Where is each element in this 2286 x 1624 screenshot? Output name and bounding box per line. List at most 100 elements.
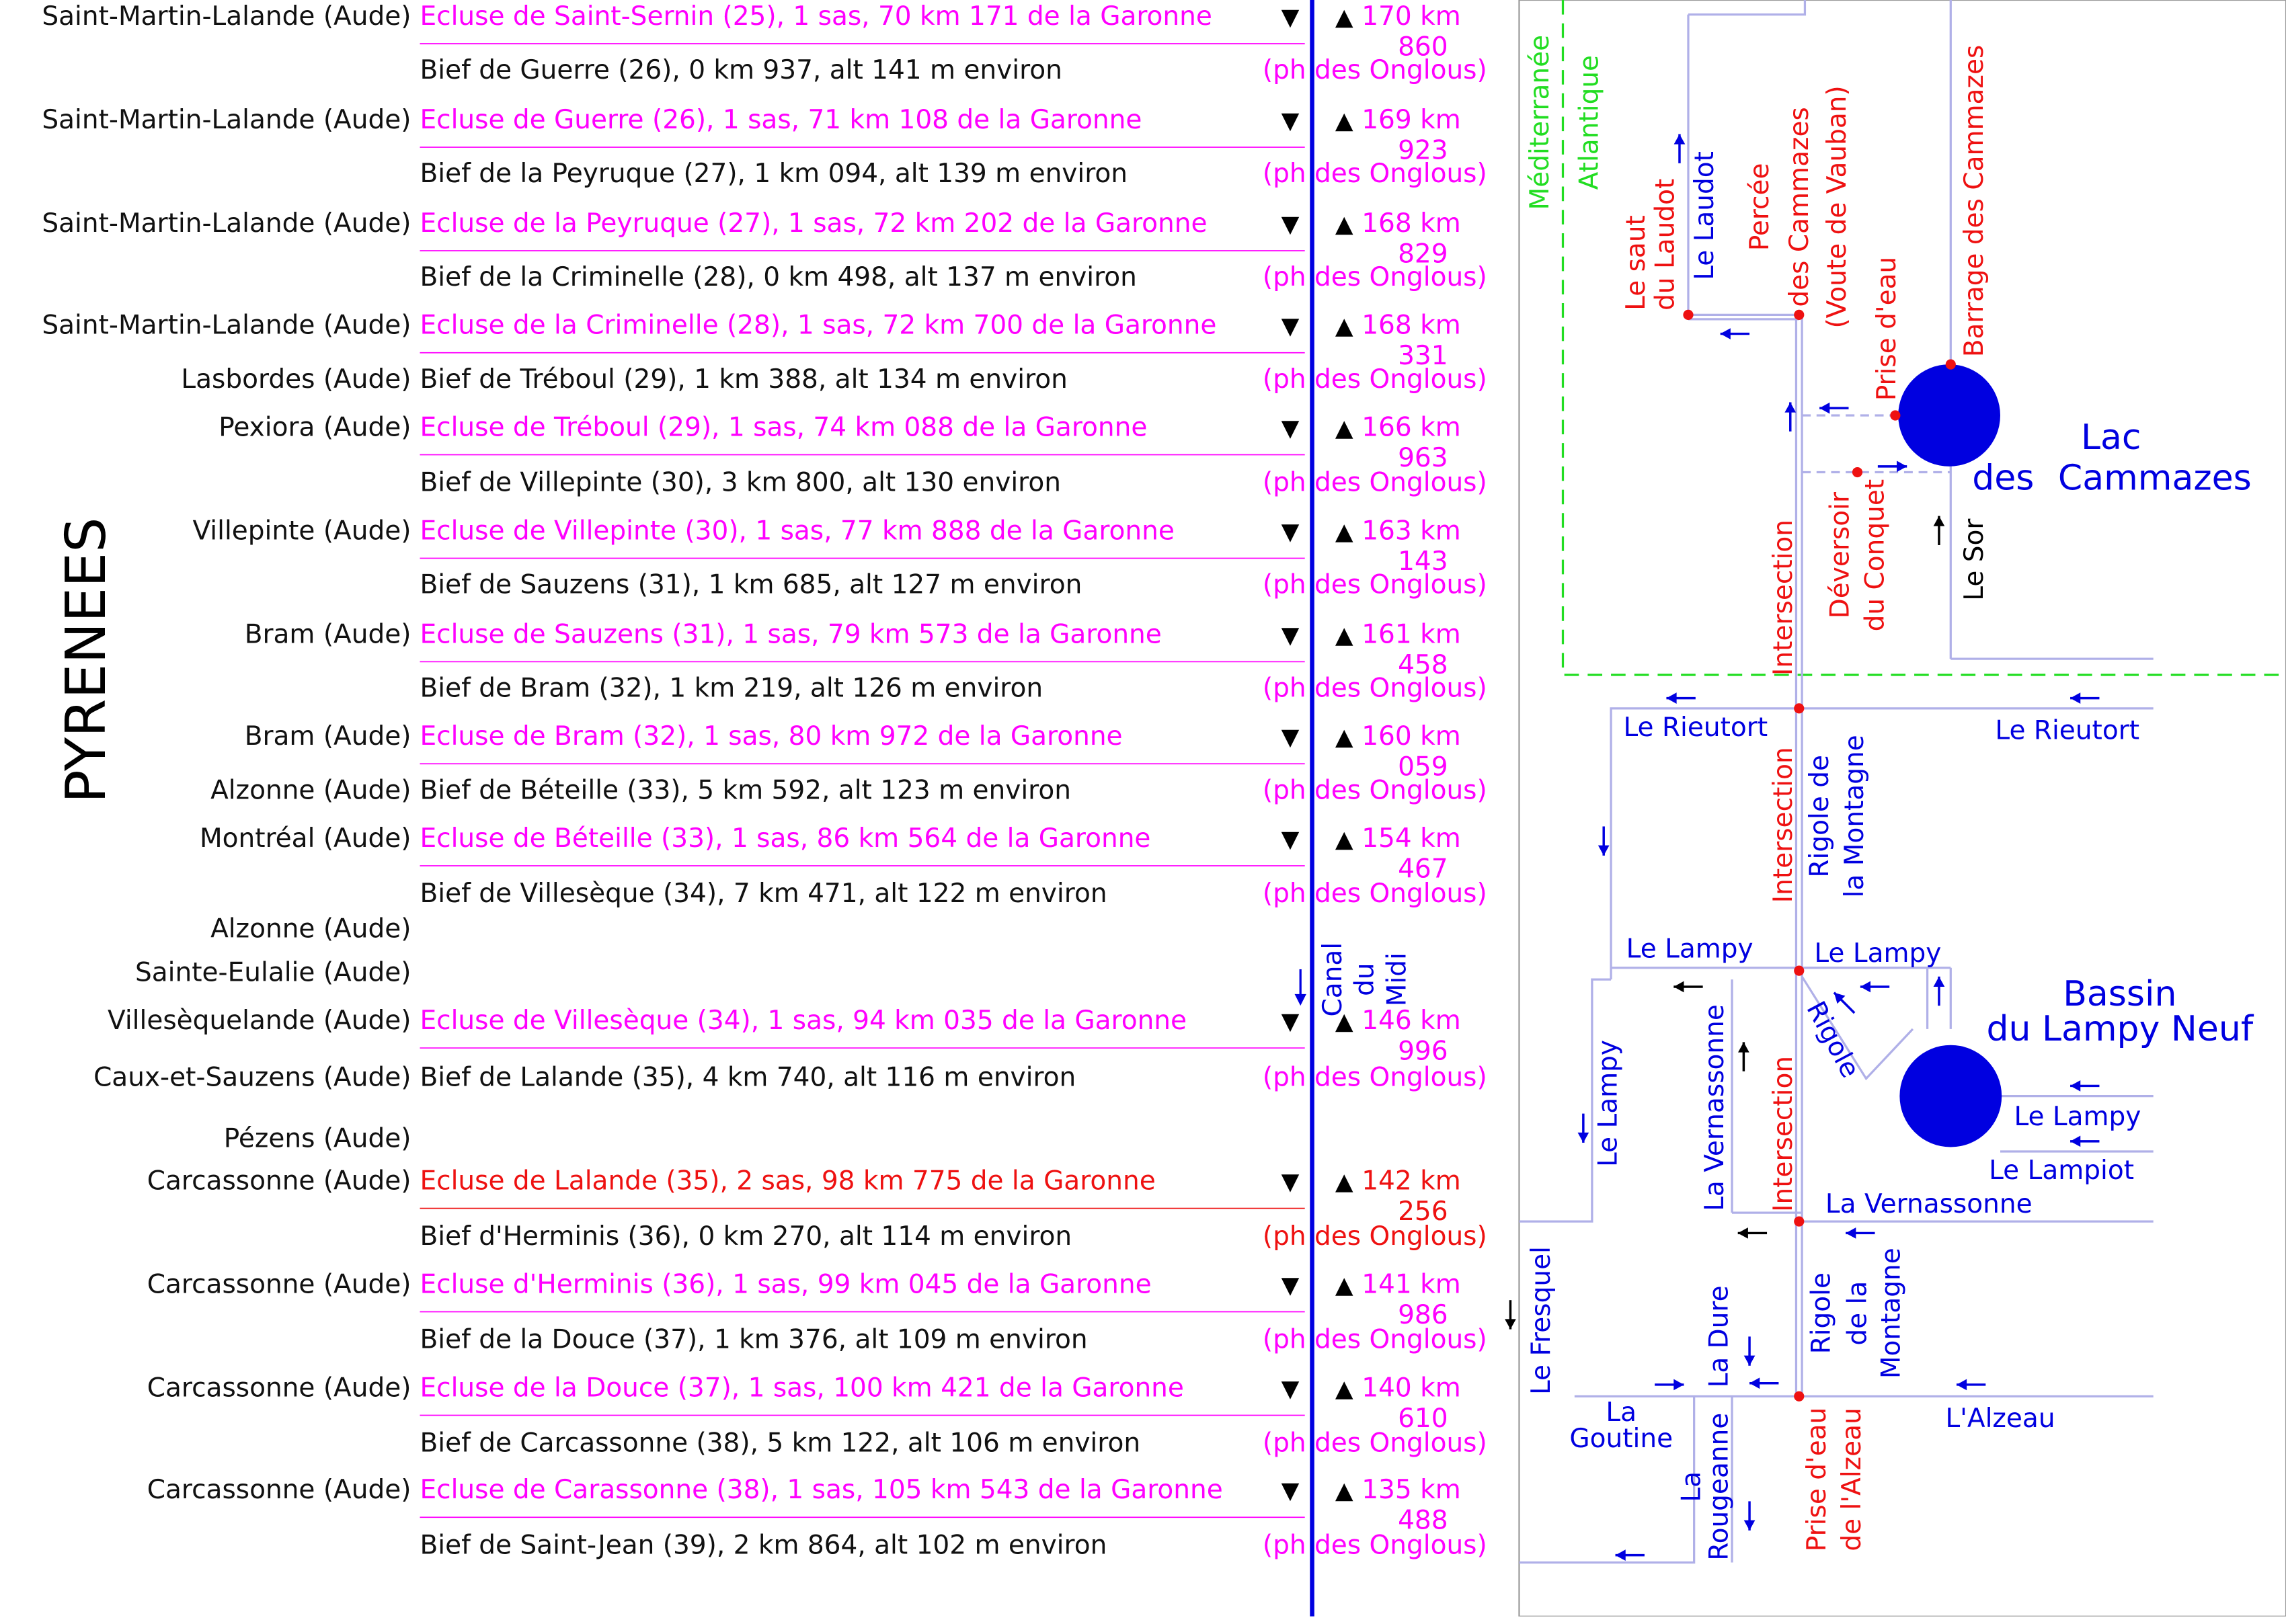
- commune-label: Saint-Martin-Lalande (Aude): [42, 1, 411, 32]
- km-label: 154 km: [1362, 823, 1460, 854]
- bief-label: Bief de la Douce (37), 1 km 376, alt 109…: [420, 1325, 1087, 1355]
- goutine-1: La: [1606, 1397, 1637, 1428]
- up-arrow-icon: ▲: [1335, 108, 1353, 134]
- fresquel-label: Le Fresquel: [1526, 1246, 1556, 1395]
- bief-label: Bief de Villesèque (34), 7 km 471, alt 1…: [420, 879, 1107, 909]
- region-label: PYRENEES: [54, 518, 118, 803]
- lock-row-27: Carcassonne (Aude)Ecluse de la Douce (37…: [147, 1373, 1461, 1434]
- flow-arrow-icon: [1877, 460, 1907, 473]
- rigole-montagne2-2: de la: [1843, 1281, 1873, 1346]
- lock-row-6: Saint-Martin-Lalande (Aude)Ecluse de la …: [42, 311, 1460, 372]
- flow-arrow-icon: [2070, 1135, 2100, 1147]
- bief-label: Bief de la Criminelle (28), 0 km 498, al…: [420, 262, 1136, 292]
- km-label: 163 km: [1362, 516, 1460, 546]
- down-arrow-icon: ▼: [1282, 1477, 1300, 1504]
- canal-label-3: Midi: [1382, 952, 1412, 1006]
- watershed-line: [1561, 0, 2286, 676]
- lock-row-21: Caux-et-Sauzens (Aude)Bief de Lalande (3…: [93, 1062, 1487, 1092]
- flow-arrow-icon: [1784, 402, 1797, 432]
- lock-row-29: Carcassonne (Aude) Ecluse de Carassonne (…: [147, 1475, 1461, 1536]
- prise-alzeau-2: de l'Alzeau: [1837, 1408, 1867, 1551]
- bief-label: Bief de Guerre (26), 0 km 937, alt 141 m…: [420, 55, 1062, 85]
- commune-label: Lasbordes (Aude): [181, 364, 411, 395]
- km-sub-label: 256: [1398, 1196, 1448, 1227]
- ecluse-label: Ecluse de Béteille (33), 1 sas, 86 km 56…: [420, 823, 1150, 854]
- dure-label: La Dure: [1704, 1285, 1735, 1387]
- lock-row-30: Bief de Saint-Jean (39), 2 km 864, alt 1…: [420, 1530, 1487, 1560]
- flow-arrow-icon: [1655, 1379, 1684, 1391]
- down-arrow-icon: ▼: [1282, 622, 1300, 649]
- lock-row-13: Bief de Bram (32), 1 km 219, alt 126 m e…: [420, 673, 1487, 703]
- down-arrow-icon: ▼: [1282, 1168, 1300, 1195]
- commune-label: Alzonne (Aude): [210, 914, 411, 944]
- commune-label: Saint-Martin-Lalande (Aude): [42, 311, 411, 341]
- ecluse-label: Ecluse de Carassonne (38), 1 sas, 105 km…: [420, 1475, 1222, 1505]
- lampy-top-left: Le Lampy: [1626, 934, 1753, 965]
- km-sub-label: 458: [1398, 650, 1448, 680]
- lock-row-19: Sainte-Eulalie (Aude): [135, 957, 411, 987]
- km-label: 166 km: [1362, 412, 1460, 442]
- lock-row-5: Bief de la Criminelle (28), 0 km 498, al…: [420, 262, 1487, 292]
- lock-row-16: Montréal (Aude) Ecluse de Béteille (33), …: [200, 823, 1461, 885]
- flow-arrow-icon: [1666, 692, 1696, 704]
- flow-arrow-icon: [2070, 1080, 2100, 1092]
- ph-label: (ph des Onglous): [1263, 468, 1487, 498]
- ph-label: (ph des Onglous): [1263, 775, 1487, 805]
- watershed-atl: Atlantique: [1575, 55, 1605, 190]
- km-label: 140 km: [1362, 1373, 1460, 1403]
- km-sub-label: 986: [1398, 1300, 1448, 1330]
- up-arrow-icon: ▲: [1335, 1375, 1353, 1402]
- lock-row-15: Alzonne (Aude)Bief de Béteille (33), 5 k…: [210, 775, 1487, 805]
- up-arrow-icon: ▲: [1335, 415, 1353, 442]
- flow-arrow-icon: [1673, 134, 1686, 163]
- down-arrow-icon: ▼: [1282, 1272, 1300, 1299]
- canal-label-2: du: [1350, 963, 1380, 996]
- up-arrow-icon: ▲: [1335, 518, 1353, 545]
- commune-label: Carcassonne (Aude): [147, 1166, 411, 1196]
- lock-row-3: Bief de la Peyruque (27), 1 km 094, alt …: [420, 159, 1487, 189]
- goutine-2: Goutine: [1569, 1424, 1673, 1454]
- ph-label: (ph des Onglous): [1263, 1325, 1487, 1355]
- commune-label: Montréal (Aude): [200, 823, 411, 854]
- lock-row-9: Bief de Villepinte (30), 3 km 800, alt 1…: [420, 468, 1487, 498]
- flow-arrow-icon: [1956, 1379, 1986, 1391]
- lampiot-label: Le Lampiot: [1989, 1155, 2134, 1186]
- lock-row-26: Bief de la Douce (37), 1 km 376, alt 109…: [420, 1325, 1487, 1355]
- lock-row-12: Bram (Aude)Ecluse de Sauzens (31), 1 sas…: [245, 619, 1461, 680]
- down-arrow-icon: ▼: [1282, 108, 1300, 134]
- canal-label-1: Canal: [1318, 942, 1348, 1017]
- commune-label: Carcassonne (Aude): [147, 1475, 411, 1505]
- lock-row-17: Bief de Villesèque (34), 7 km 471, alt 1…: [420, 879, 1487, 909]
- saut-laudot-1: Le saut: [1621, 215, 1651, 311]
- ph-label: (ph des Onglous): [1263, 364, 1487, 395]
- lac-des-label: des: [1972, 458, 2034, 499]
- bief-label: Bief de Bram (32), 1 km 219, alt 126 m e…: [420, 673, 1043, 703]
- lock-row-10: Villepinte (Aude)Ecluse de Villepinte (3…: [192, 516, 1460, 577]
- lock-row-25: Carcassonne (Aude)Ecluse d'Herminis (36)…: [147, 1269, 1461, 1330]
- flow-arrow-icon: [1860, 981, 1890, 993]
- lock-row-2: Saint-Martin-Lalande (Aude)Ecluse de Gue…: [42, 105, 1460, 166]
- ph-label: (ph des Onglous): [1263, 1221, 1487, 1252]
- commune-label: Villesèquelande (Aude): [108, 1006, 411, 1036]
- lock-row-23: Carcassonne (Aude)Ecluse de Lalande (35)…: [147, 1166, 1461, 1227]
- flow-arrow-icon: [1846, 1227, 1875, 1239]
- ecluse-label: Ecluse de la Peyruque (27), 1 sas, 72 km…: [420, 208, 1207, 239]
- lock-row-11: Bief de Sauzens (31), 1 km 685, alt 127 …: [420, 570, 1487, 600]
- flow-arrow-icon: [1577, 1113, 1589, 1143]
- commune-label: Bram (Aude): [245, 721, 411, 752]
- water-lines: [1519, 0, 2154, 1564]
- bassin-label: Bassin: [2063, 974, 2176, 1014]
- km-sub-label: 923: [1398, 135, 1448, 165]
- lampy-top-right: Le Lampy: [1814, 938, 1941, 969]
- bief-label: Bief d'Herminis (36), 0 km 270, alt 114 …: [420, 1221, 1072, 1252]
- down-arrow-icon: ▼: [1282, 4, 1300, 31]
- flow-arrow-icon: [1933, 516, 1945, 545]
- percee-1: Percée: [1745, 163, 1775, 251]
- rigole-montagne2-3: Montagne: [1876, 1248, 1906, 1379]
- flow-arrow-icon: [1673, 981, 1703, 993]
- flow-arrow-icon: [1737, 1227, 1768, 1239]
- down-arrow-icon: ▼: [1282, 724, 1300, 751]
- ph-label: (ph des Onglous): [1263, 673, 1487, 703]
- lock-row-28: Bief de Carcassonne (38), 5 km 122, alt …: [420, 1428, 1487, 1459]
- lock-row-18: Alzonne (Aude): [210, 914, 411, 944]
